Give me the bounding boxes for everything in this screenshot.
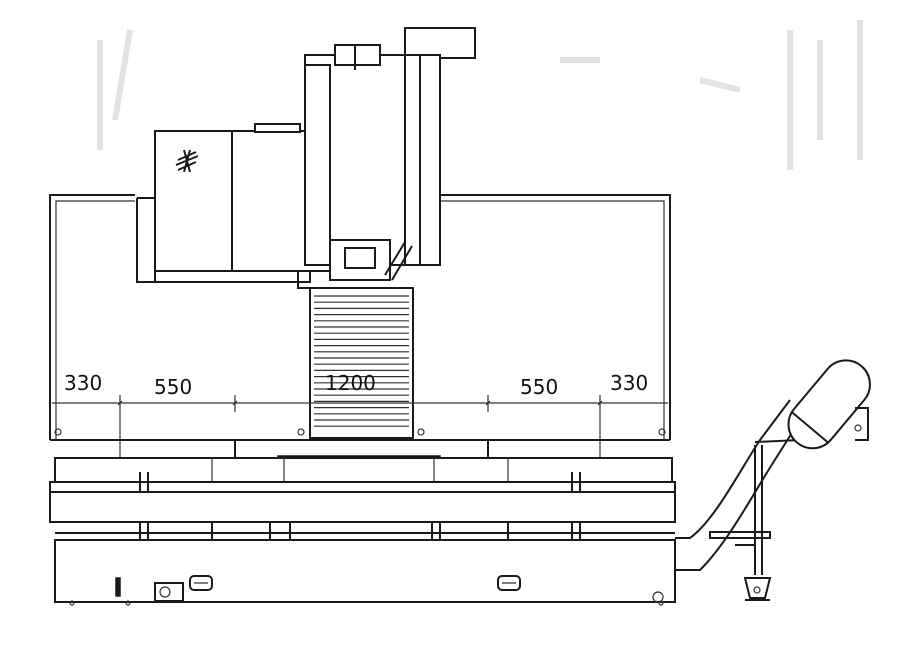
background-ghost — [97, 20, 863, 170]
dimension-label-left-inner: 550 — [154, 375, 192, 399]
logo-icon — [175, 149, 199, 173]
dimension-chain: 330 550 1200 550 330 — [52, 371, 668, 460]
dimension-label-right-outer: 330 — [610, 371, 648, 395]
chip-conveyor — [675, 359, 871, 601]
machine-bed — [49, 457, 676, 606]
dimension-label-center: 1200 — [325, 371, 376, 395]
spindle-head — [136, 27, 476, 289]
dimension-label-left-outer: 330 — [64, 371, 102, 395]
dimension-label-right-inner: 550 — [520, 375, 558, 399]
bellows-cover — [309, 287, 414, 439]
